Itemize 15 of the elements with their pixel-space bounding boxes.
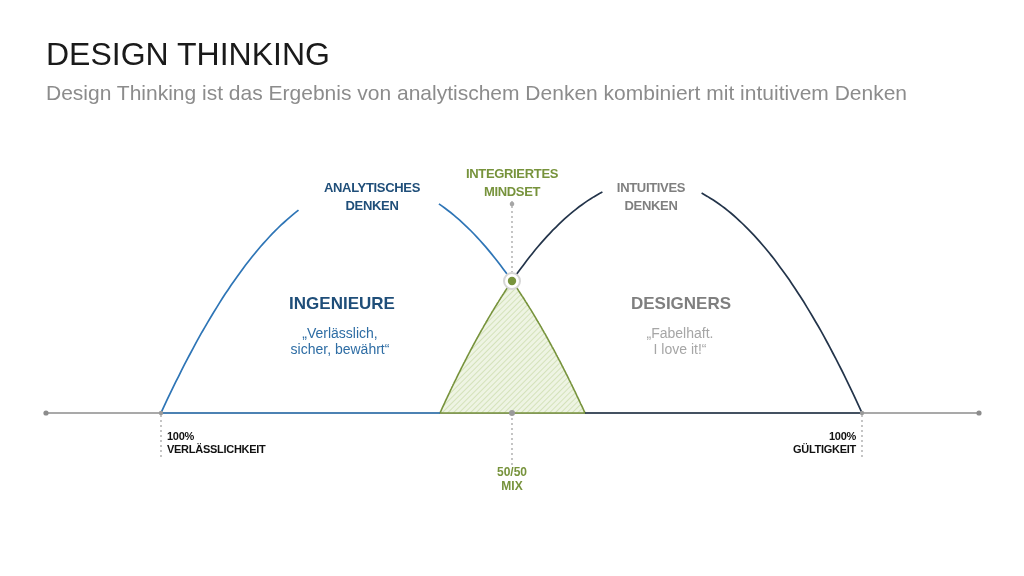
curve-label: INTUITIVES DENKEN	[616, 179, 686, 215]
peak-marker	[503, 272, 521, 290]
curve-label: ANALYTISCHES DENKEN	[324, 179, 420, 215]
axis-end-label: 100% VERLÄSSLICHKEIT	[167, 430, 266, 456]
callout-label: INTEGRIERTES MINDSET	[465, 165, 559, 201]
axis-end-label: 100% GÜLTIGKEIT	[792, 430, 856, 456]
callout-label: 50/50 MIX	[497, 465, 527, 493]
quote-text: „Verlässlich, sicher, bewährt“	[289, 325, 391, 357]
quote-text: „Fabelhaft. I love it!“	[645, 325, 715, 357]
leader-line	[511, 415, 513, 466]
title: DESIGN THINKING	[46, 35, 330, 73]
leader-line	[509, 200, 515, 273]
group-heading: DESIGNERS	[630, 294, 732, 314]
group-heading: INGENIEURE	[289, 294, 395, 314]
subtitle: Design Thinking ist das Ergebnis von analytischem Denken kombiniert mit intuitivem Denken	[46, 80, 908, 105]
